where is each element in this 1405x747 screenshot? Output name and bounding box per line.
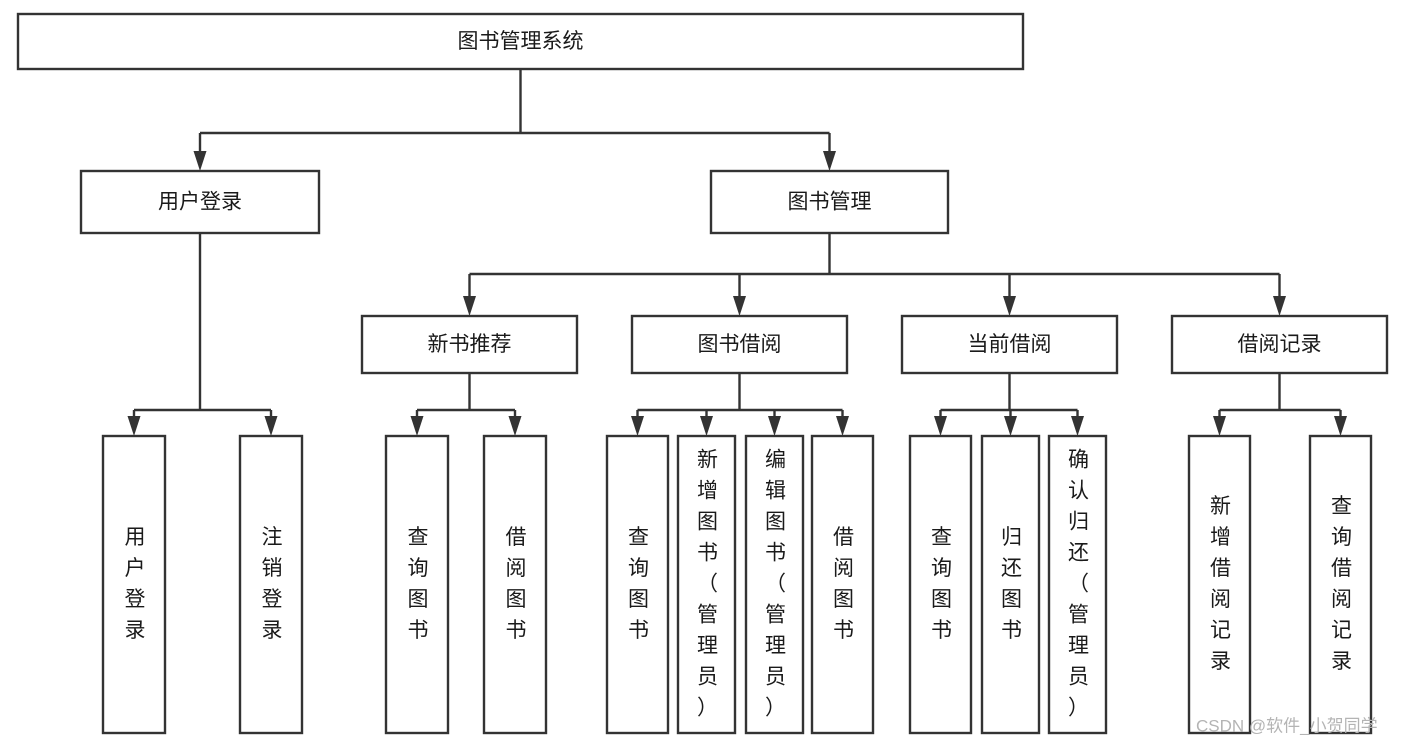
node-box [810, 434, 875, 735]
arrow-head-current_borrow [1003, 296, 1016, 316]
arrow-head-leaf_add_book [700, 416, 713, 436]
arrow-head-user_login [193, 151, 207, 171]
node-root[interactable]: 图书管理系统 [16, 12, 1025, 71]
node-box [79, 169, 321, 235]
arrow-head-borrow_record [1273, 296, 1286, 316]
node-leaf-edit-book[interactable]: 编辑图书（管理员） [744, 434, 805, 735]
node-label: 借阅记录 [1238, 333, 1322, 356]
node-label: 图书借阅 [698, 333, 782, 356]
arrow-head-leaf_query_book_rec [410, 416, 424, 436]
node-label: 借阅图书 [506, 526, 527, 642]
arrow-head-leaf_query_record [1334, 416, 1347, 436]
node-box [1170, 314, 1389, 375]
node-box [908, 434, 973, 735]
arrow-head-leaf_user_login [127, 416, 141, 436]
node-label: 新增图书（管理员） [697, 448, 718, 719]
node-box [1047, 434, 1108, 735]
arrow-head-leaf_borrow_book [836, 416, 849, 436]
arrow-head-leaf_add_record [1213, 416, 1226, 436]
csdn-watermark: CSDN @软件_小贺同学 [1196, 716, 1378, 735]
node-box [630, 314, 849, 375]
node-layer: 图书管理系统用户登录图书管理新书推荐图书借阅当前借阅借阅记录用户登录注销登录查询… [16, 12, 1389, 735]
connector-layer [127, 69, 1347, 436]
node-new-book-rec[interactable]: 新书推荐 [360, 314, 579, 375]
arrow-head-leaf_query_book_current [934, 416, 947, 436]
node-box [1308, 434, 1373, 735]
node-box [1187, 434, 1252, 735]
node-box [384, 434, 450, 735]
node-leaf-borrow-book-rec[interactable]: 借阅图书 [482, 434, 548, 735]
node-box [101, 434, 167, 735]
arrow-head-leaf_confirm_return [1071, 416, 1084, 436]
arrow-head-book_borrow [733, 296, 746, 316]
node-box [482, 434, 548, 735]
node-label: 确认归还（管理员） [1068, 448, 1089, 719]
node-label: 归还图书 [1001, 526, 1022, 642]
node-box [16, 12, 1025, 71]
node-label: 查询借阅记录 [1331, 495, 1352, 673]
arrow-head-new_book_rec [463, 296, 476, 316]
arrow-head-book_manage [823, 151, 836, 171]
node-borrow-record[interactable]: 借阅记录 [1170, 314, 1389, 375]
node-box [676, 434, 737, 735]
node-leaf-logout[interactable]: 注销登录 [238, 434, 304, 735]
node-label: 用户登录 [125, 526, 146, 642]
node-leaf-add-record[interactable]: 新增借阅记录 [1187, 434, 1252, 735]
node-box [605, 434, 670, 735]
node-leaf-return-book[interactable]: 归还图书 [980, 434, 1041, 735]
node-label: 新增借阅记录 [1210, 495, 1231, 673]
node-leaf-query-book-rec[interactable]: 查询图书 [384, 434, 450, 735]
node-leaf-borrow-book[interactable]: 借阅图书 [810, 434, 875, 735]
node-label: 图书管理系统 [458, 30, 584, 53]
node-label: 注销登录 [262, 526, 283, 642]
node-box [900, 314, 1119, 375]
node-box [238, 434, 304, 735]
node-label: 当前借阅 [968, 333, 1052, 356]
node-label: 图书管理 [788, 191, 872, 214]
node-box [744, 434, 805, 735]
node-user-login[interactable]: 用户登录 [79, 169, 321, 235]
node-book-borrow[interactable]: 图书借阅 [630, 314, 849, 375]
node-leaf-confirm-return[interactable]: 确认归还（管理员） [1047, 434, 1108, 735]
node-box [980, 434, 1041, 735]
node-box [360, 314, 579, 375]
node-label: 借阅图书 [833, 526, 854, 642]
node-leaf-query-record[interactable]: 查询借阅记录 [1308, 434, 1373, 735]
node-leaf-add-book[interactable]: 新增图书（管理员） [676, 434, 737, 735]
arrow-head-leaf_edit_book [768, 416, 781, 436]
node-label: 编辑图书（管理员） [765, 448, 786, 719]
node-leaf-user-login[interactable]: 用户登录 [101, 434, 167, 735]
node-label: 新书推荐 [428, 333, 512, 356]
node-current-borrow[interactable]: 当前借阅 [900, 314, 1119, 375]
node-leaf-query-book-current[interactable]: 查询图书 [908, 434, 973, 735]
node-label: 查询图书 [628, 526, 649, 642]
node-label: 用户登录 [158, 191, 242, 214]
node-leaf-query-book-borrow[interactable]: 查询图书 [605, 434, 670, 735]
node-label: 查询图书 [931, 526, 952, 642]
node-label: 查询图书 [408, 526, 429, 642]
arrow-head-leaf_return_book [1004, 416, 1017, 436]
node-book-manage[interactable]: 图书管理 [709, 169, 950, 235]
arrow-head-leaf_borrow_book_rec [508, 416, 522, 436]
arrow-head-leaf_query_book_borrow [631, 416, 644, 436]
node-box [709, 169, 950, 235]
arrow-head-leaf_logout [264, 416, 278, 436]
